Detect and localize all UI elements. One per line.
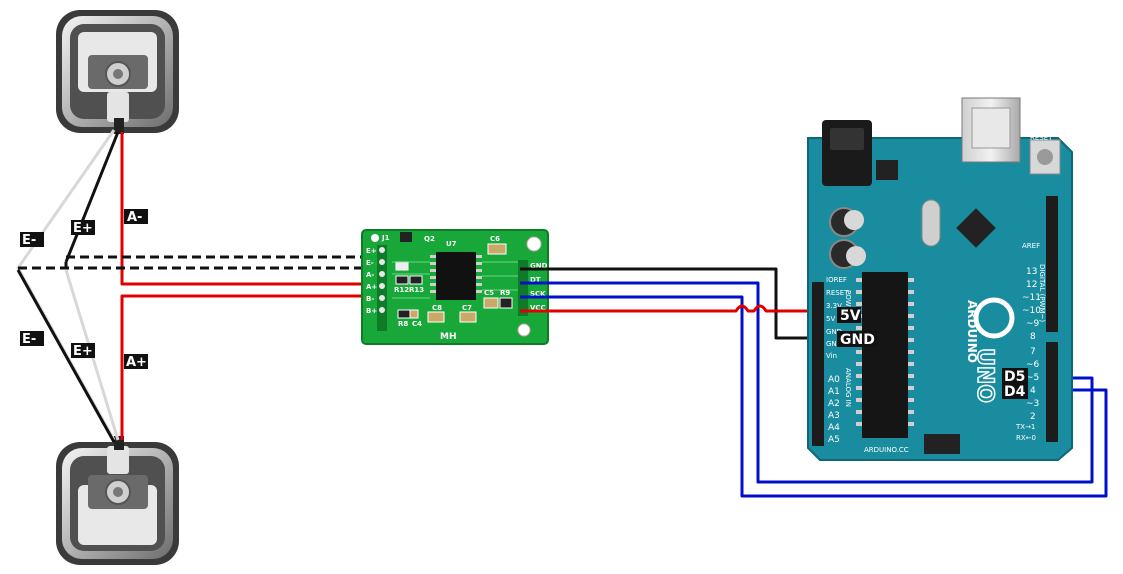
wire-label-e-plus-top: E+ bbox=[71, 220, 95, 236]
analog-header-label: ANALOG IN bbox=[844, 368, 852, 407]
wire-label-a-plus: A+ bbox=[124, 354, 148, 370]
hx711-board: E+ E- A- A+ B- B+ GND DT SCK VCC J1 Q2 U… bbox=[361, 229, 549, 345]
svg-text:E+: E+ bbox=[73, 221, 93, 236]
wire-dt bbox=[520, 281, 1094, 484]
hx711-comp-label: R13 bbox=[409, 286, 424, 294]
svg-text:D5: D5 bbox=[1004, 369, 1025, 385]
wire-label-e-plus-bottom: E+ bbox=[71, 343, 95, 359]
pin-tag-d5: D5 bbox=[1002, 368, 1028, 385]
digital-pin-label: 7 bbox=[1030, 347, 1036, 357]
power-pin-label: RESET bbox=[826, 289, 849, 297]
wire-label-a-minus: A- bbox=[124, 209, 148, 225]
wire-label-e-minus-top: E- bbox=[20, 232, 44, 248]
digital-pin-label: 8 bbox=[1030, 332, 1036, 342]
hx711-comp-label: C6 bbox=[490, 235, 500, 243]
svg-text:E+: E+ bbox=[73, 344, 93, 359]
pin-tag-5v: 5V bbox=[837, 307, 861, 324]
svg-text:E-: E- bbox=[22, 233, 36, 248]
hx711-comp-label: R12 bbox=[394, 286, 409, 294]
load-cell-top bbox=[56, 10, 179, 134]
wire-sck bbox=[520, 295, 1108, 498]
hx711-comp-label: R9 bbox=[500, 289, 510, 297]
analog-pin-label: A5 bbox=[828, 435, 840, 445]
svg-text:E-: E- bbox=[22, 332, 36, 347]
digital-pin-label: 4 bbox=[1030, 386, 1036, 396]
hx711-pin-label: GND bbox=[530, 262, 548, 270]
digital-pin-label: RX←0 bbox=[1016, 434, 1036, 442]
analog-pin-label: A2 bbox=[828, 399, 840, 409]
digital-pin-label: 2 bbox=[1030, 412, 1036, 422]
hx711-comp-label: C8 bbox=[432, 304, 442, 312]
arduino-site: ARDUINO.CC bbox=[864, 446, 909, 454]
analog-pin-label: A3 bbox=[828, 411, 840, 421]
wire-top-black bbox=[64, 131, 120, 263]
hx711-pin-label: A+ bbox=[366, 283, 377, 291]
hx711-comp-label: C5 bbox=[484, 289, 494, 297]
digital-pin-label: 13 bbox=[1026, 267, 1037, 277]
arduino-reset-label: RESET bbox=[1030, 134, 1053, 142]
arduino-model: UNO bbox=[972, 348, 997, 403]
power-pin-label: IOREF bbox=[826, 276, 847, 284]
hx711-pin-label: A- bbox=[366, 271, 374, 279]
power-pin-label: GND bbox=[826, 340, 842, 348]
digital-pin-label: ~9 bbox=[1026, 319, 1040, 329]
arduino-aref-label: AREF bbox=[1022, 242, 1040, 250]
hx711-pin-label: E+ bbox=[366, 247, 377, 255]
wire-top-red bbox=[120, 132, 365, 286]
power-header-label: POWER bbox=[844, 290, 852, 316]
analog-pin-label: A4 bbox=[828, 423, 840, 433]
hx711-pin-label: B- bbox=[366, 295, 374, 303]
digital-pin-label: ~11 bbox=[1022, 293, 1041, 303]
hx711-arduino-wires bbox=[520, 267, 1108, 498]
digital-pin-label: ~6 bbox=[1026, 360, 1040, 370]
hx711-comp-label: Q2 bbox=[424, 235, 435, 243]
svg-text:5V: 5V bbox=[840, 308, 861, 324]
svg-text:A+: A+ bbox=[126, 355, 147, 370]
load-cell-wires bbox=[16, 129, 365, 443]
arduino-uno: ARDUINO UNO ARDUINO.CC RESET AREF IOREF … bbox=[807, 97, 1073, 461]
hx711-pin-label: SCK bbox=[530, 290, 546, 298]
power-pin-label: GND bbox=[826, 328, 842, 336]
digital-pin-label: ~10 bbox=[1022, 306, 1041, 316]
digital-header-label: DIGITAL (PWM~) bbox=[1038, 264, 1046, 322]
power-pin-label: 5V bbox=[826, 315, 835, 323]
digital-pin-label: ~5 bbox=[1026, 373, 1039, 383]
hx711-board-mark: MH bbox=[440, 332, 457, 342]
hx711-comp-label: C4 bbox=[412, 320, 422, 328]
hx711-pin-label: E- bbox=[366, 259, 374, 267]
hx711-chip-label: U7 bbox=[446, 240, 457, 248]
digital-pin-label: ~3 bbox=[1026, 399, 1039, 409]
hx711-comp-label: C7 bbox=[462, 304, 472, 312]
analog-pin-label: A1 bbox=[828, 387, 840, 397]
wire-vcc bbox=[520, 304, 832, 313]
hx711-comp-label: J1 bbox=[381, 234, 390, 242]
wire-gnd bbox=[520, 267, 832, 340]
svg-text:GND: GND bbox=[840, 332, 875, 348]
hx711-pin-label: DT bbox=[530, 276, 541, 284]
wire-bottom-black bbox=[16, 269, 116, 443]
pin-tag-d4: D4 bbox=[1002, 383, 1028, 400]
svg-text:D4: D4 bbox=[1004, 384, 1026, 400]
power-pin-label: Vin bbox=[826, 352, 837, 360]
svg-text:A-: A- bbox=[127, 210, 142, 225]
wire-bottom-red bbox=[120, 294, 365, 440]
hx711-pin-label: B+ bbox=[366, 307, 377, 315]
wire-label-e-minus-bottom: E- bbox=[20, 331, 44, 347]
power-pin-label: 3.3V bbox=[826, 302, 842, 310]
analog-pin-label: A0 bbox=[828, 375, 840, 385]
arduino-brand: ARDUINO bbox=[965, 300, 979, 363]
load-cell-bottom bbox=[56, 436, 179, 565]
hx711-comp-label: R8 bbox=[398, 320, 408, 328]
digital-pin-label: 12 bbox=[1026, 280, 1037, 290]
digital-pin-label: TX→1 bbox=[1015, 423, 1035, 431]
hx711-pin-label: VCC bbox=[530, 304, 546, 312]
pin-tag-gnd: GND bbox=[837, 331, 877, 348]
